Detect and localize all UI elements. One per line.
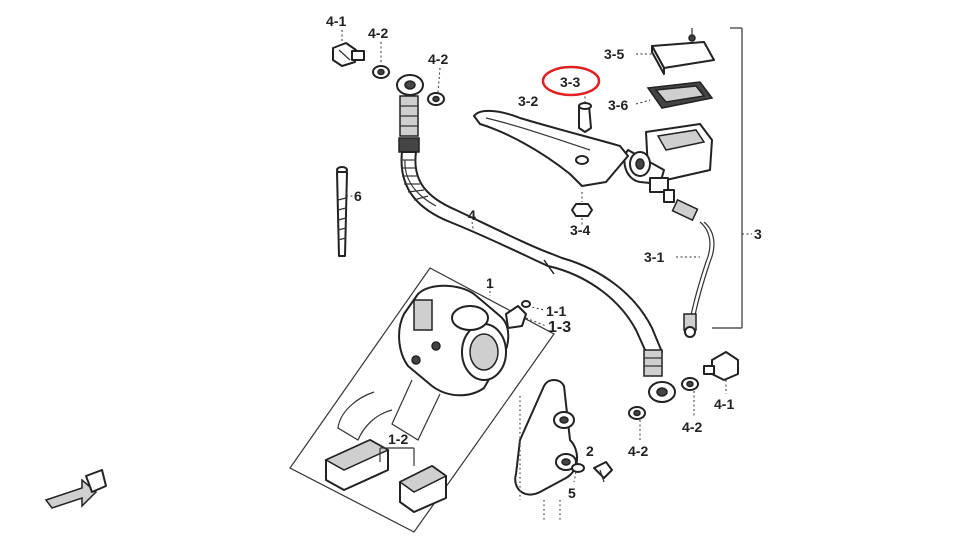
label-2: 2: [586, 443, 594, 459]
mount-bolt-5: [571, 463, 585, 483]
label-3-3: 3-3: [560, 74, 580, 90]
label-3-5: 3-5: [604, 46, 624, 62]
label-3-2: 3-2: [518, 93, 538, 109]
label-4-1-top: 4-1: [326, 13, 346, 29]
banjo-bolt-top: [332, 30, 365, 67]
label-3-6: 3-6: [608, 97, 628, 113]
washer-bottom-b: [681, 377, 699, 416]
brake-switch: [663, 189, 715, 338]
label-3: 3: [754, 226, 762, 242]
hose-ribs: [401, 159, 429, 201]
fork-leg: [514, 379, 578, 520]
pivot-nut: [571, 192, 593, 226]
label-4: 4: [468, 207, 476, 223]
label-1: 1: [486, 275, 494, 291]
label-3-1: 3-1: [644, 249, 664, 265]
highlight-circle: [541, 65, 601, 97]
washer-bottom-a: [628, 406, 646, 440]
brake-caliper: [337, 282, 510, 441]
label-3-4: 3-4: [570, 222, 590, 238]
diaphragm: [635, 81, 714, 109]
brake-lever: [473, 110, 629, 187]
washer-top-b: [427, 67, 445, 106]
reservoir-cap: [636, 28, 715, 75]
brake-pads: [324, 439, 448, 513]
orientation-arrow-icon: [44, 469, 107, 509]
label-4-2-top-b: 4-2: [428, 51, 448, 67]
washer-top-a: [372, 42, 390, 79]
master-cylinder-body: [623, 123, 713, 193]
long-bolt: [336, 166, 354, 257]
label-4-2-bottom-a: 4-2: [628, 443, 648, 459]
label-4-1-bottom: 4-1: [714, 396, 734, 412]
label-1-3: 1-3: [548, 319, 571, 336]
group-bracket-3: [712, 27, 752, 329]
label-4-2-top-a: 4-2: [368, 25, 388, 41]
label-1-1: 1-1: [546, 303, 566, 319]
hose-banjo-fitting-bottom: [643, 349, 676, 403]
banjo-bolt-bottom: [703, 351, 739, 394]
pivot-bolt: [578, 92, 592, 133]
label-1-2: 1-2: [388, 431, 408, 447]
label-5: 5: [568, 485, 576, 501]
label-6: 6: [354, 188, 362, 204]
bleed-screw: [505, 300, 547, 329]
bolt-2: [593, 461, 613, 483]
label-4-2-bottom-b: 4-2: [682, 419, 702, 435]
hose-banjo-fitting-top: [396, 74, 424, 153]
